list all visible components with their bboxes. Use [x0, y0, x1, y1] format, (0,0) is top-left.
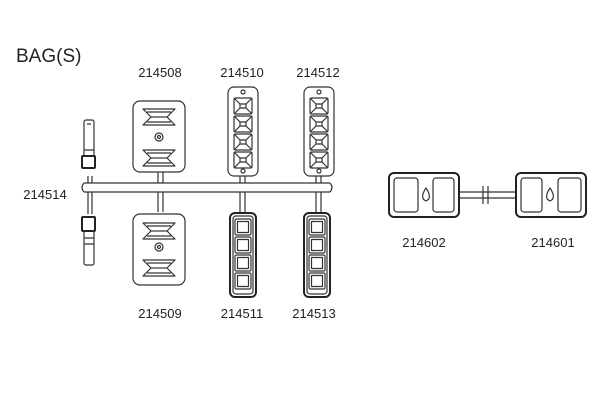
part-214510 — [227, 86, 259, 177]
label-214514: 214514 — [23, 187, 66, 202]
part-214512 — [303, 86, 335, 177]
part-214601 — [515, 172, 587, 218]
connector-runner — [459, 186, 516, 204]
label-214513: 214513 — [292, 306, 335, 321]
part-214509 — [132, 213, 186, 286]
bag-title: BAG(S) — [16, 46, 81, 67]
label-214602: 214602 — [402, 235, 445, 250]
left-clip-bottom — [81, 216, 96, 266]
part-214602 — [388, 172, 460, 218]
label-214509: 214509 — [138, 306, 181, 321]
label-214512: 214512 — [296, 65, 339, 80]
label-214511: 214511 — [221, 306, 263, 321]
part-214513 — [303, 212, 331, 298]
part-214508 — [132, 100, 186, 173]
label-214508: 214508 — [138, 65, 181, 80]
left-clip-top — [81, 119, 96, 169]
label-214510: 214510 — [220, 65, 263, 80]
label-214601: 214601 — [531, 235, 574, 250]
sprue-runner-214514 — [81, 172, 333, 214]
part-214511 — [229, 212, 257, 298]
